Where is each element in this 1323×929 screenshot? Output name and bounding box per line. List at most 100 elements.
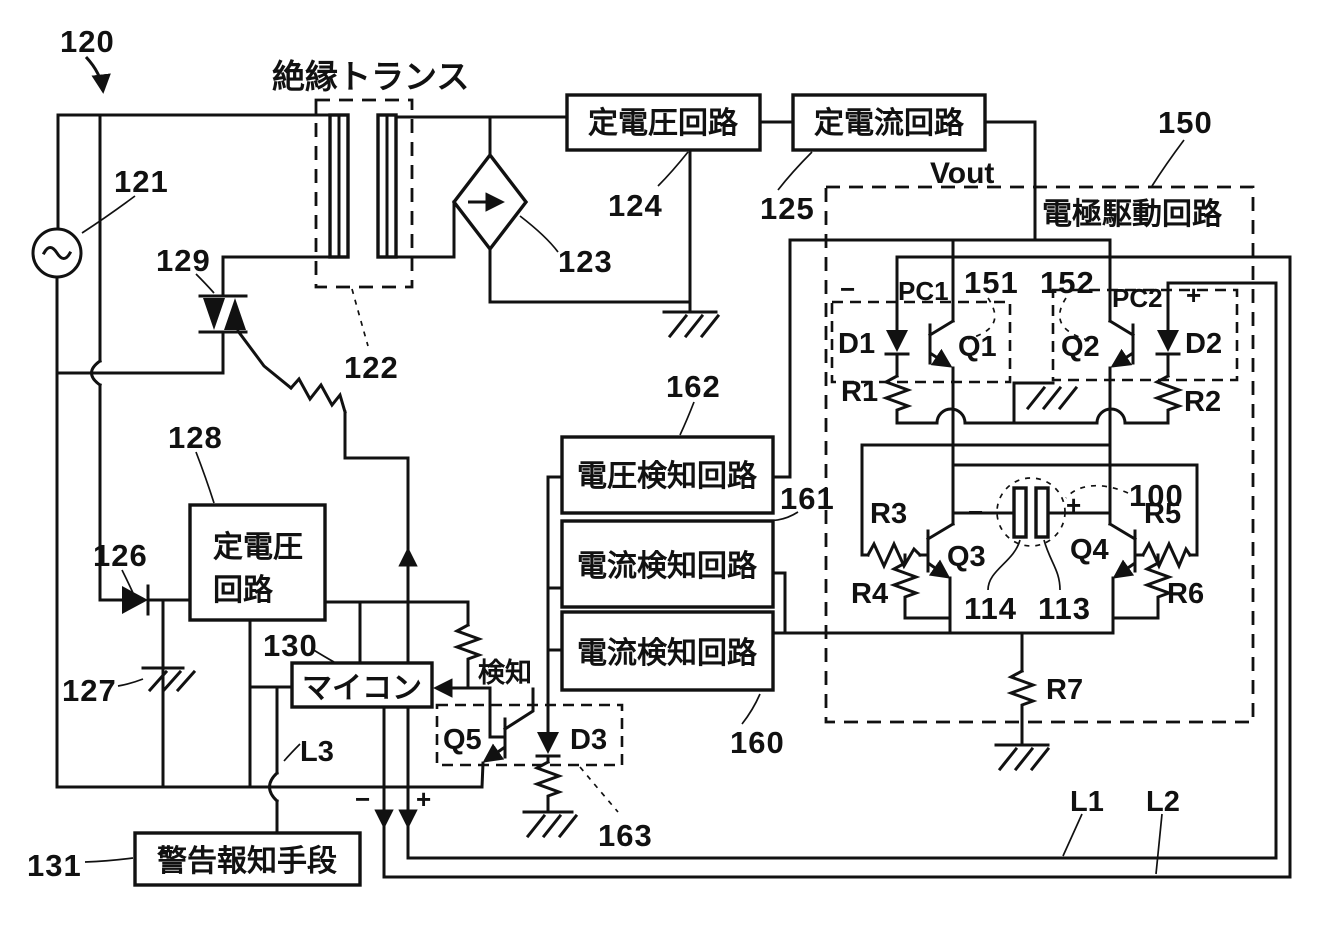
ac-source [31, 227, 83, 279]
wires [55, 113, 1292, 879]
comp-q4: Q4 [1070, 534, 1109, 566]
resistor-r5 [1140, 540, 1193, 570]
ref-114: 114 [964, 591, 1017, 626]
comp-l1: L1 [1070, 786, 1104, 818]
vout-label: Vout [930, 157, 994, 190]
photocoupler-box-pc1 [830, 300, 1012, 384]
ref-129: 129 [156, 243, 211, 278]
drive-circuit-label: 電極駆動回路 [1042, 198, 1223, 231]
resistor-kenchi [452, 622, 484, 665]
ref-130: 130 [263, 628, 318, 663]
resistor-r6 [1142, 560, 1174, 603]
drive-circuit-boundary-150 [824, 185, 1255, 724]
comp-q1: Q1 [958, 331, 997, 363]
electrode-100 [987, 477, 1066, 591]
transistor-q2 [1107, 318, 1136, 368]
resistor-r3 [865, 540, 923, 570]
box-text-131: 警告報知手段 [157, 844, 337, 878]
transistor-q5 [482, 717, 507, 763]
detect-label: 検知 [478, 658, 532, 688]
ref-122: 122 [344, 350, 399, 385]
box-text-128-line2: 回路 [213, 574, 274, 607]
ref-120: 120 [60, 24, 115, 59]
ref-128: 128 [168, 420, 223, 455]
isolation-transformer [314, 98, 414, 289]
resistor-r7 [1006, 668, 1038, 711]
comp-l2: L2 [1146, 786, 1180, 818]
comp-r7: R7 [1046, 674, 1083, 706]
ref-150: 150 [1158, 105, 1213, 140]
comp-r5: R5 [1144, 498, 1181, 530]
comp-d2: D2 [1185, 328, 1222, 360]
ref-125: 125 [760, 191, 815, 226]
box-text-125: 定電流回路 [814, 106, 965, 140]
comp-r6: R6 [1167, 578, 1204, 610]
box-current-detect-161 [560, 519, 775, 609]
diode-126 [122, 584, 150, 616]
diode-d3 [535, 732, 561, 758]
ref-162: 162 [666, 369, 721, 404]
ref-123: 123 [558, 244, 613, 279]
ref-124: 124 [608, 188, 663, 223]
label-120-arrow [84, 55, 111, 94]
ground-drive-center [1025, 385, 1079, 411]
block-boxes [133, 93, 987, 887]
isolation-transformer-label: 絶縁トランス [272, 58, 469, 95]
box-microcontroller-130 [290, 661, 434, 709]
ref-126: 126 [93, 538, 148, 573]
ref-160: 160 [730, 725, 785, 760]
comp-pc1: PC1 [898, 276, 949, 306]
resistor-under-d3 [532, 759, 564, 802]
ref-152: 152 [1040, 265, 1095, 300]
diode-d2 [1155, 330, 1181, 356]
sign-plus-bottom: + [416, 784, 431, 814]
ref-100: 100 [1129, 478, 1184, 513]
box-text-128-line1: 定電圧 [213, 530, 303, 564]
box-constant-voltage-128 [188, 503, 327, 622]
comp-r1: R1 [841, 376, 878, 408]
transistor-q3 [925, 511, 956, 579]
ground-163 [522, 810, 579, 839]
sign-minus-bottom: − [355, 784, 370, 814]
ref-131: 131 [27, 848, 82, 883]
sign-minus-electrode: − [968, 497, 983, 527]
comp-d1: D1 [838, 328, 875, 360]
box-current-detect-160 [560, 610, 775, 692]
ground-under-124 [662, 310, 721, 339]
sign-plus-electrode: + [1066, 490, 1081, 520]
comp-q5: Q5 [443, 724, 482, 756]
comp-q2: Q2 [1061, 331, 1100, 363]
box-voltage-detect-162 [560, 435, 775, 515]
sign-minus-pc1: − [840, 274, 855, 304]
comp-l3: L3 [300, 736, 334, 768]
comp-d3: D3 [570, 724, 607, 756]
dashed-box-163 [435, 703, 624, 767]
rectifier-123 [451, 152, 529, 252]
transistor-q1 [927, 318, 956, 368]
sign-plus-pc2: + [1186, 280, 1201, 310]
ground-r7 [994, 743, 1051, 772]
comp-pc2: PC2 [1112, 283, 1163, 313]
box-constant-current-125 [791, 93, 987, 152]
resistor-r2 [1152, 373, 1184, 416]
ref-163: 163 [598, 818, 653, 853]
comp-r3: R3 [870, 498, 907, 530]
ref-113: 113 [1038, 591, 1091, 626]
box-text-162: 電圧検知回路 [577, 460, 758, 493]
leader-lines [81, 139, 1185, 875]
triac-129 [198, 294, 347, 414]
comp-r2: R2 [1184, 386, 1221, 418]
box-warning-131 [133, 831, 362, 887]
signal-arrows [84, 55, 453, 829]
box-text-161: 電流検知回路 [577, 550, 758, 583]
box-constant-voltage-124 [565, 93, 762, 152]
diode-d1 [884, 330, 910, 356]
ground-127 [141, 666, 197, 693]
box-text-130: マイコン [302, 672, 422, 705]
resistor-r4 [889, 560, 921, 603]
box-text-124: 定電圧回路 [588, 106, 739, 140]
box-text-160: 電流検知回路 [577, 637, 758, 670]
ref-127: 127 [62, 673, 117, 708]
